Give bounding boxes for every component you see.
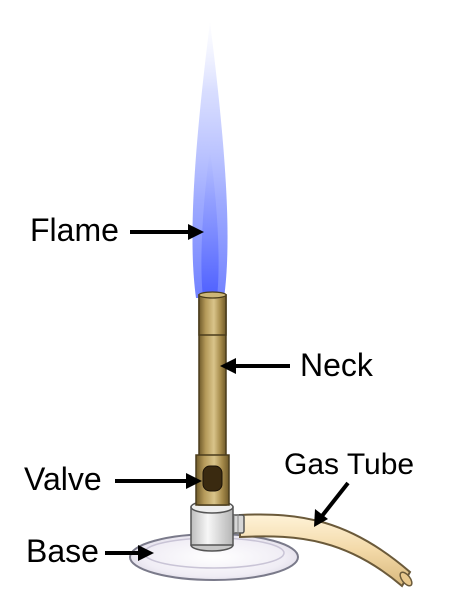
flame xyxy=(192,22,228,298)
label-gas-tube-group: Gas Tube xyxy=(284,448,414,527)
label-base-group: Base xyxy=(26,533,154,569)
neck-rim xyxy=(198,291,227,299)
label-base: Base xyxy=(26,533,99,569)
flame-inner-core xyxy=(201,150,219,298)
gas-tube xyxy=(239,513,413,588)
collar xyxy=(190,500,234,552)
label-neck-group: Neck xyxy=(220,347,374,383)
gas-tube-end xyxy=(399,571,413,587)
label-flame-group: Flame xyxy=(30,212,204,248)
label-gas-tube: Gas Tube xyxy=(284,448,414,481)
label-neck: Neck xyxy=(300,347,374,383)
valve-air-hole xyxy=(202,465,223,492)
neck-top-band xyxy=(198,294,227,336)
gas-tube-body xyxy=(239,513,412,588)
label-valve-group: Valve xyxy=(24,461,202,497)
valve xyxy=(195,454,230,506)
label-valve: Valve xyxy=(24,461,102,497)
label-flame: Flame xyxy=(30,212,119,248)
